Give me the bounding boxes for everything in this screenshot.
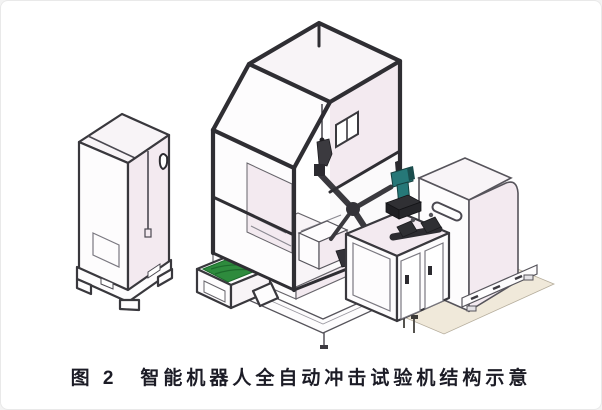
control-cabinet xyxy=(75,112,174,312)
robot-joint xyxy=(346,202,360,216)
cordless-drill xyxy=(385,160,422,220)
figure-caption: 图 2 智能机器人全自动冲击试验机结构示意 xyxy=(70,368,532,389)
inspection-window xyxy=(335,110,359,149)
enclosure-handle-slot xyxy=(433,203,461,220)
door-a-handle xyxy=(405,275,409,284)
cabinet-door-handle xyxy=(144,228,152,238)
machine-schematic-drawing xyxy=(75,20,556,349)
cabinet-label xyxy=(92,232,120,268)
cabinet-top-latch xyxy=(158,153,169,171)
clamp-fixture xyxy=(389,212,443,241)
cabinet-door-b xyxy=(424,242,444,310)
robot-upper-arm xyxy=(316,170,356,212)
cabinet-left-door xyxy=(352,242,391,312)
cabinet-door-a xyxy=(400,252,421,320)
machine-illustration xyxy=(1,1,601,356)
pendant-tool xyxy=(316,104,333,167)
door-b-handle xyxy=(428,266,432,275)
